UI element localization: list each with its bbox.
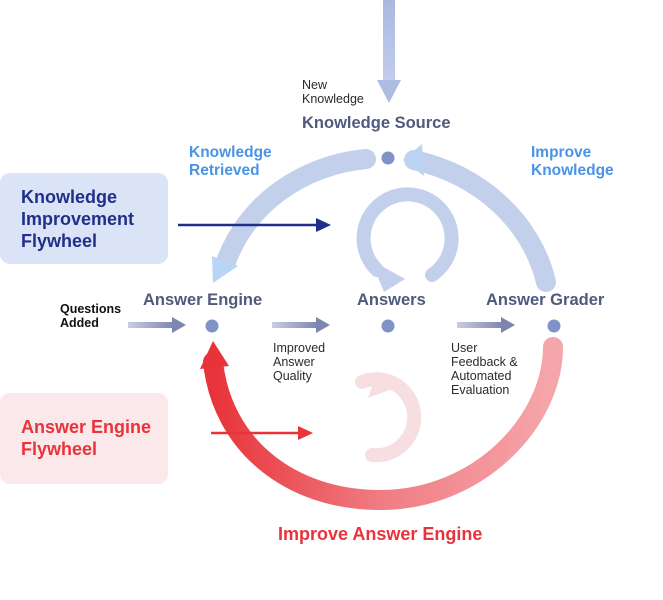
improve-answer-engine-arc — [203, 337, 563, 511]
new-knowledge-label: New Knowledge — [302, 78, 364, 106]
answer-engine-title: Answer Engine — [143, 291, 263, 309]
answer-grader-node — [544, 316, 564, 336]
knowledge-retrieved-arrowhead — [212, 256, 238, 283]
engine-flywheel-pointer-arrow — [211, 426, 313, 440]
knowledge-retrieved-arc — [216, 149, 376, 272]
knowledge-cycle-arrowhead — [371, 260, 405, 292]
knowledge-retrieved-label: Knowledge Retrieved — [189, 144, 272, 179]
improved-answer-quality-label: Improved Answer Quality — [273, 341, 326, 383]
answer-engine-flywheel-box: Answer Engine Flywheel — [0, 393, 168, 484]
user-feedback-arrow — [457, 317, 515, 333]
improved-answer-quality-arrow — [272, 317, 330, 333]
knowledge-source-title: Knowledge Source — [302, 114, 451, 132]
new-knowledge-arrow — [377, 0, 401, 103]
knowledge-flywheel-pointer-arrow — [178, 218, 331, 232]
improve-answer-engine-label: Improve Answer Engine — [278, 524, 483, 544]
knowledge-source-node — [378, 148, 398, 168]
engine-cycle-icon — [355, 372, 422, 463]
answer-grader-title: Answer Grader — [486, 291, 605, 309]
answer-engine-flywheel-title: Answer Engine Flywheel — [21, 417, 152, 459]
user-feedback-label: User Feedback & Automated Evaluation — [451, 341, 518, 397]
improve-knowledge-arrowhead — [403, 144, 424, 176]
knowledge-improvement-flywheel-title: Knowledge Improvement Flywheel — [21, 187, 135, 251]
improve-knowledge-label: Improve Knowledge — [531, 144, 614, 179]
engine-cycle-arrowhead — [368, 372, 397, 398]
questions-added-label: Questions Added — [60, 302, 122, 330]
questions-added-arrow — [128, 317, 186, 333]
knowledge-cycle-icon — [356, 187, 459, 282]
improve-answer-engine-arrowhead — [200, 341, 229, 369]
answers-node — [378, 316, 398, 336]
improve-knowledge-arc — [404, 150, 556, 292]
knowledge-improvement-flywheel-box: Knowledge Improvement Flywheel — [0, 173, 168, 264]
answer-engine-node — [202, 316, 222, 336]
answers-title: Answers — [357, 291, 426, 309]
